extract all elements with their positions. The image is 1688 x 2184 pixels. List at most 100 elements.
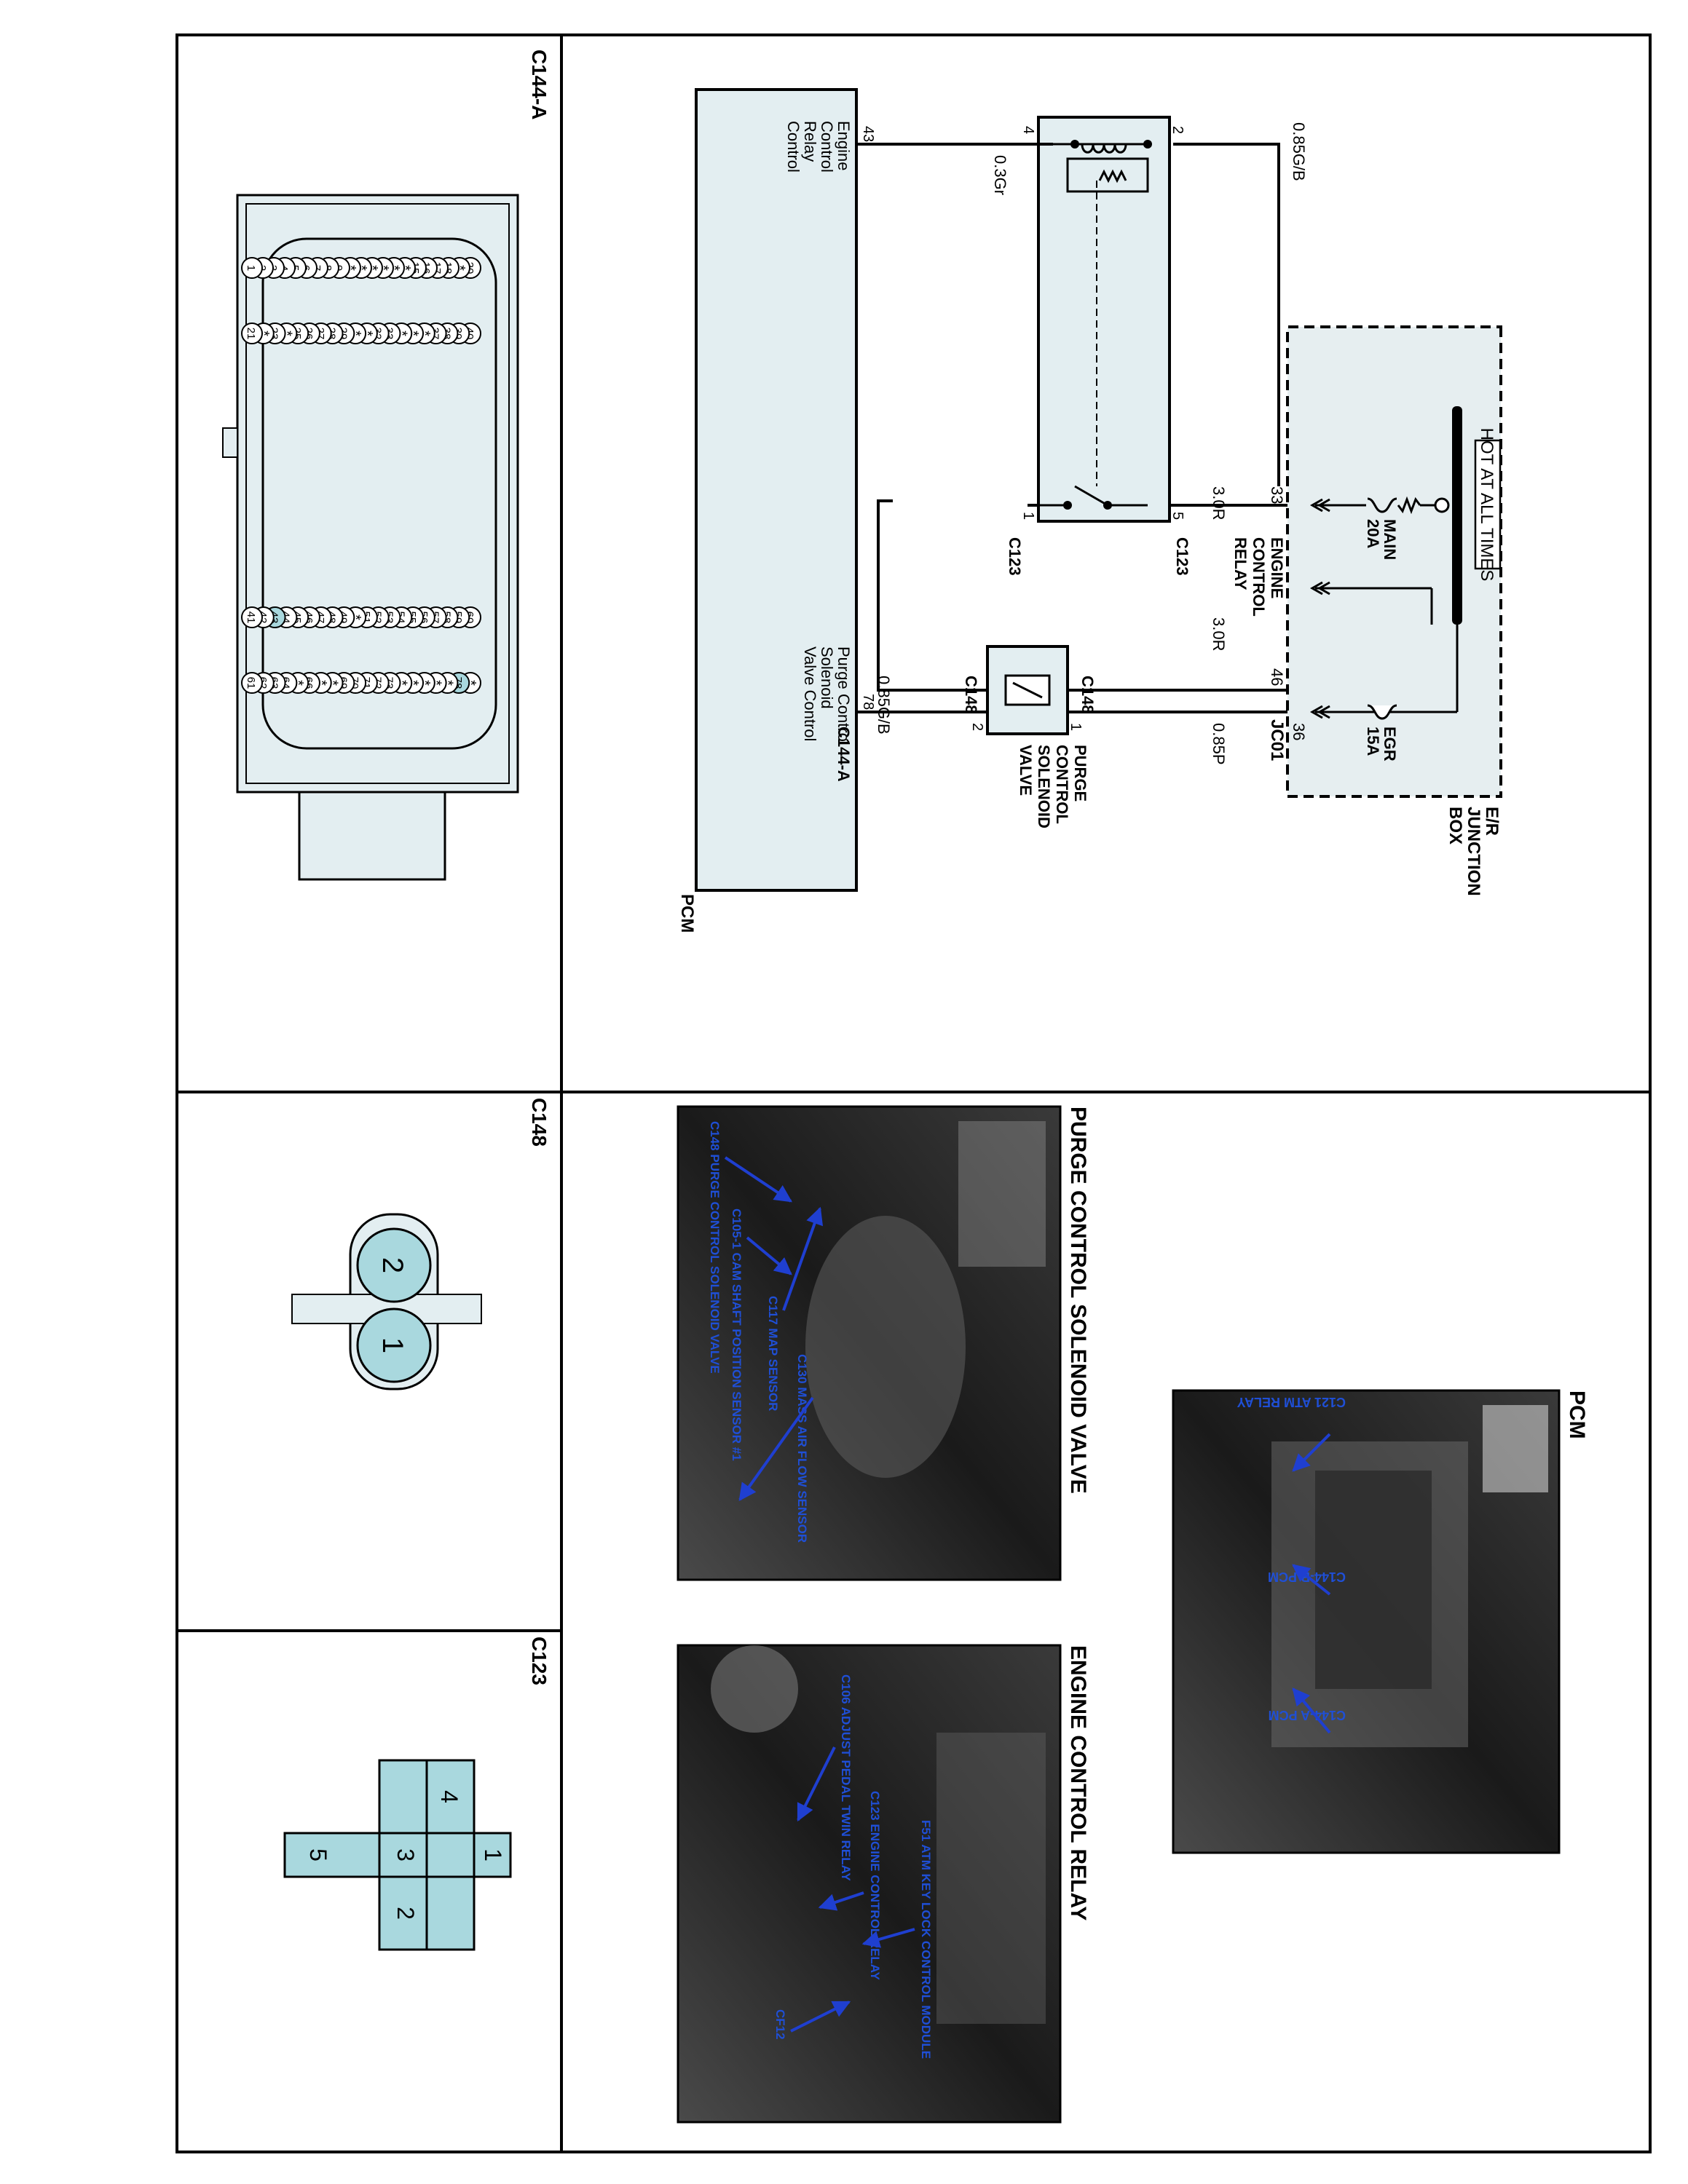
c144a-pin-21 — [241, 323, 263, 344]
relay-pin-4: 4 — [1020, 126, 1036, 134]
c148-pin-1: 1 — [376, 1337, 409, 1353]
c144a-pin-label: * — [342, 265, 358, 271]
purge-photo-label-4: C130 MASS AIR FLOW SENSOR — [795, 1354, 809, 1543]
purge-photo-label-2: C105-1 CAM SHAFT POSITION SENSOR #1 — [730, 1208, 744, 1461]
relay-pin-2: 2 — [1170, 126, 1186, 134]
purge-photo-label-3: C117 MAP SENSOR — [766, 1296, 780, 1411]
c123-pin-1: 1 — [480, 1848, 506, 1861]
relay-connector-bottom: C123 — [1006, 537, 1024, 576]
c123-connector — [283, 1759, 512, 1951]
wire-label-relay-pin1: 3.0R — [1210, 617, 1228, 651]
c144a-pin-label: * — [278, 331, 294, 336]
c144a-pin-41 — [241, 606, 263, 628]
wire-label-relay-pin5: 3.0R — [1210, 486, 1228, 520]
pcm-photo-title: PCM — [1565, 1390, 1589, 1439]
wiring-schematic: HOT AT ALL TIMES E/R JUNCTION BOX JC01 M… — [561, 35, 1650, 1092]
valve-label-1: PURGE — [1071, 745, 1089, 802]
jb-pin-33: 33 — [1268, 486, 1286, 504]
pcm-connector: C144-A — [835, 727, 853, 782]
valve-label-4: VALVE — [1017, 745, 1035, 796]
pcm-label43-3: Relay — [801, 121, 819, 162]
c144a-pin-label: * — [359, 331, 375, 336]
pcm-photo-label-3: C144-A PCM — [1269, 1708, 1346, 1722]
jb-pin-46: 46 — [1268, 668, 1286, 686]
relay-pin-1: 1 — [1020, 512, 1036, 520]
junction-box-label-2: JUNCTION — [1464, 807, 1483, 896]
c148-pin-2: 2 — [376, 1257, 409, 1273]
pcm-pin-78: 78 — [860, 694, 876, 710]
valve-connector-bottom: C148 — [962, 676, 980, 714]
pcm-label43-2: Control — [818, 121, 836, 173]
c144a-pin-label: * — [364, 265, 380, 271]
relay-label-3: RELAY — [1231, 537, 1250, 590]
c123-pin-5: 5 — [305, 1848, 331, 1861]
c144a-pin-label: * — [375, 265, 391, 271]
main-fuse-name: MAIN — [1381, 519, 1399, 560]
c144a-pin-label: * — [325, 680, 341, 686]
relay-photo-label-4: CF12 — [773, 2009, 787, 2040]
c144a-pin-label: 1 — [245, 265, 257, 271]
pcm-name: PCM — [677, 894, 697, 933]
c144a-pin-1 — [241, 257, 263, 279]
c144a-pin-label: * — [353, 265, 369, 271]
c144a-pin-label: * — [405, 680, 421, 686]
valve-connector-top: C148 — [1078, 676, 1097, 714]
c123-pin-4: 4 — [436, 1790, 462, 1803]
relay-pin-5: 5 — [1170, 512, 1186, 520]
c148-connector — [291, 1213, 482, 1390]
pcm-label43-1: Engine — [835, 121, 853, 171]
wire-label-relay-pin2: 0.85G/B — [1290, 122, 1308, 181]
c144a-pin-label: * — [405, 331, 421, 336]
c144a-pin-61 — [241, 672, 263, 694]
purge-photo-label-1: C148 PURGE CONTROL SOLENOID VALVE — [708, 1121, 722, 1374]
egr-fuse-name: EGR — [1381, 727, 1399, 761]
junction-box-label-1: E/R — [1482, 807, 1502, 836]
valve-label-3: SOLENOID — [1035, 745, 1053, 828]
pcm-label43-4: Control — [784, 121, 802, 173]
relay-photo-label-3: C106 ADJUST PEDAL TWIN RELAY — [839, 1674, 853, 1881]
jb-pin-36: 36 — [1290, 723, 1308, 740]
egr-fuse-rating: 15A — [1364, 727, 1382, 756]
relay-connector-top: C123 — [1173, 537, 1191, 576]
c144a-pin-grid: 20*18171615******98765432140393837***333… — [241, 257, 481, 694]
c144a-pin-label: * — [313, 680, 329, 686]
c144a-pin-label: * — [256, 331, 272, 336]
photo-panel: PCM C121 ATM RELAY C144-B PCM C144-A PCM… — [561, 1092, 1650, 2152]
c144a-pin-label: * — [386, 265, 402, 271]
c144a-pin-label: * — [393, 680, 409, 686]
relay-label-1: ENGINE — [1268, 537, 1286, 598]
c123-pin-3: 3 — [393, 1848, 419, 1861]
pcm-label78-2: Solenoid — [818, 646, 836, 709]
c123-title: C123 — [528, 1637, 551, 1685]
relay-photo — [677, 1644, 1062, 2124]
c144a-pin-label: * — [451, 265, 468, 271]
c144a-pin-label: * — [397, 265, 413, 271]
hot-at-all-times-label: HOT AT ALL TIMES — [1477, 428, 1496, 582]
c144a-pin-label: * — [393, 331, 409, 336]
c123-pin-2: 2 — [393, 1907, 419, 1920]
c144a-pin-label: 21 — [245, 328, 257, 340]
pcm-label78-1: Purge Control — [835, 646, 853, 745]
c144a-pin-label: * — [347, 614, 363, 620]
c144a-pin-label: 41 — [245, 612, 257, 624]
wire-label-relay-pin4: 0.3Gr — [991, 155, 1009, 195]
valve-pin-1: 1 — [1068, 723, 1084, 731]
pcm-photo-label-1: C121 ATM RELAY — [1237, 1395, 1346, 1409]
pcm-pin-43: 43 — [860, 126, 876, 142]
c144a-pin-label: * — [462, 680, 478, 686]
c148-title: C148 — [528, 1098, 551, 1147]
c144a-pin-label: * — [417, 680, 433, 686]
pcm-label78-3: Valve Control — [801, 646, 819, 741]
junction-box-label-3: BOX — [1446, 807, 1465, 844]
main-fuse-rating: 20A — [1364, 519, 1382, 548]
c144a-pin-label: * — [428, 680, 444, 686]
junction-box-connector: JC01 — [1267, 719, 1287, 761]
c144a-pin-label: * — [439, 680, 455, 686]
relay-photo-title: ENGINE CONTROL RELAY — [1066, 1645, 1090, 1920]
c144a-pin-label: 61 — [245, 677, 257, 689]
valve-pin-2: 2 — [969, 723, 985, 731]
connector-panel: C144-A 20*18171615******9876543214039383… — [177, 35, 561, 2152]
wire-label-valve-pin1: 0.85P — [1210, 723, 1228, 765]
valve-label-2: CONTROL — [1053, 745, 1071, 824]
